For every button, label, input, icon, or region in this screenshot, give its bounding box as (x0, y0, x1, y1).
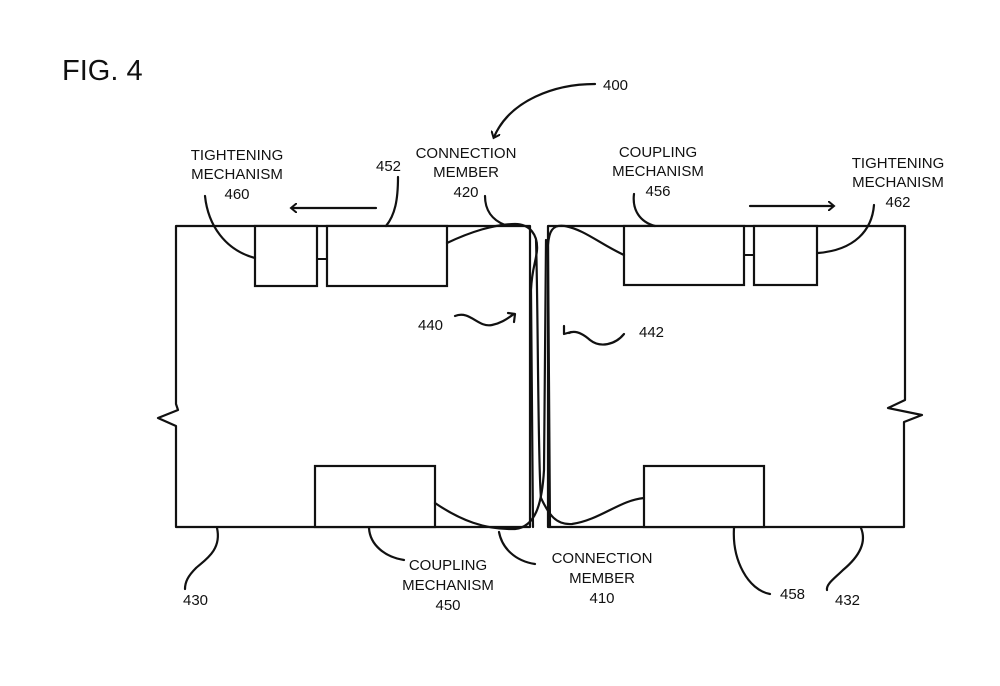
label-tightening-460-line2: MECHANISM (191, 166, 283, 183)
label-coupling-450-line1: COUPLING (409, 557, 487, 574)
tightening-mechanism-462-box (752, 224, 819, 287)
label-connection-420-line2: MEMBER (433, 164, 499, 181)
figure-title: FIG. 4 (62, 55, 143, 87)
label-tightening-462-line1: TIGHTENING (852, 155, 945, 172)
label-connection-410-line2: MEMBER (569, 570, 635, 587)
label-coupling-456-ref: 456 (645, 183, 670, 200)
label-connection-410-line1: CONNECTION (552, 550, 653, 567)
connection-member-410-right-strand (534, 238, 646, 526)
ref-440: 440 (418, 317, 443, 334)
label-coupling-450-line2: MECHANISM (402, 577, 494, 594)
arrowhead-442 (562, 324, 573, 336)
label-connection-420-ref: 420 (453, 184, 478, 201)
leader-456 (632, 192, 657, 228)
leader-462 (816, 203, 876, 255)
leader-420 (483, 194, 507, 227)
label-coupling-450-ref: 450 (435, 597, 460, 614)
coupling-mechanism-456-box (622, 224, 746, 287)
label-tightening-462-line2: MECHANISM (852, 174, 944, 191)
left-panel-430 (156, 224, 532, 529)
coupling-mechanism-450-box (313, 464, 437, 529)
leader-430 (183, 526, 219, 591)
left-panel-outline (156, 224, 532, 529)
leader-440 (453, 312, 516, 327)
label-connection-410-ref: 410 (589, 590, 614, 607)
connection-member-420-left-strand (445, 222, 539, 529)
ref-442: 442 (639, 324, 664, 341)
ref-452: 452 (376, 158, 401, 175)
leader-400 (494, 82, 597, 137)
leader-442 (567, 330, 626, 346)
connection-member-420-right-strand (546, 224, 626, 529)
leader-410 (497, 530, 537, 566)
leader-452 (384, 175, 400, 228)
label-coupling-456-line2: MECHANISM (612, 163, 704, 180)
label-coupling-456-line1: COUPLING (619, 144, 697, 161)
connection-member-410-left-strand (433, 238, 548, 531)
label-connection-420-line1: CONNECTION (416, 145, 517, 162)
label-tightening-462-ref: 462 (885, 194, 910, 211)
tightening-mechanism-460-box (253, 224, 319, 288)
coupling-mechanism-452-box (325, 224, 449, 288)
label-tightening-460-line1: TIGHTENING (191, 147, 284, 164)
ref-458: 458 (780, 586, 805, 603)
leader-460 (203, 194, 257, 260)
arrowhead-440 (506, 311, 517, 324)
leader-450 (367, 526, 406, 562)
ref-400: 400 (603, 77, 628, 94)
ref-430: 430 (183, 592, 208, 609)
leader-432 (825, 526, 864, 592)
leader-458 (732, 526, 772, 596)
label-tightening-460-ref: 460 (224, 186, 249, 203)
ref-432: 432 (835, 592, 860, 609)
coupling-mechanism-458-box (642, 464, 766, 529)
